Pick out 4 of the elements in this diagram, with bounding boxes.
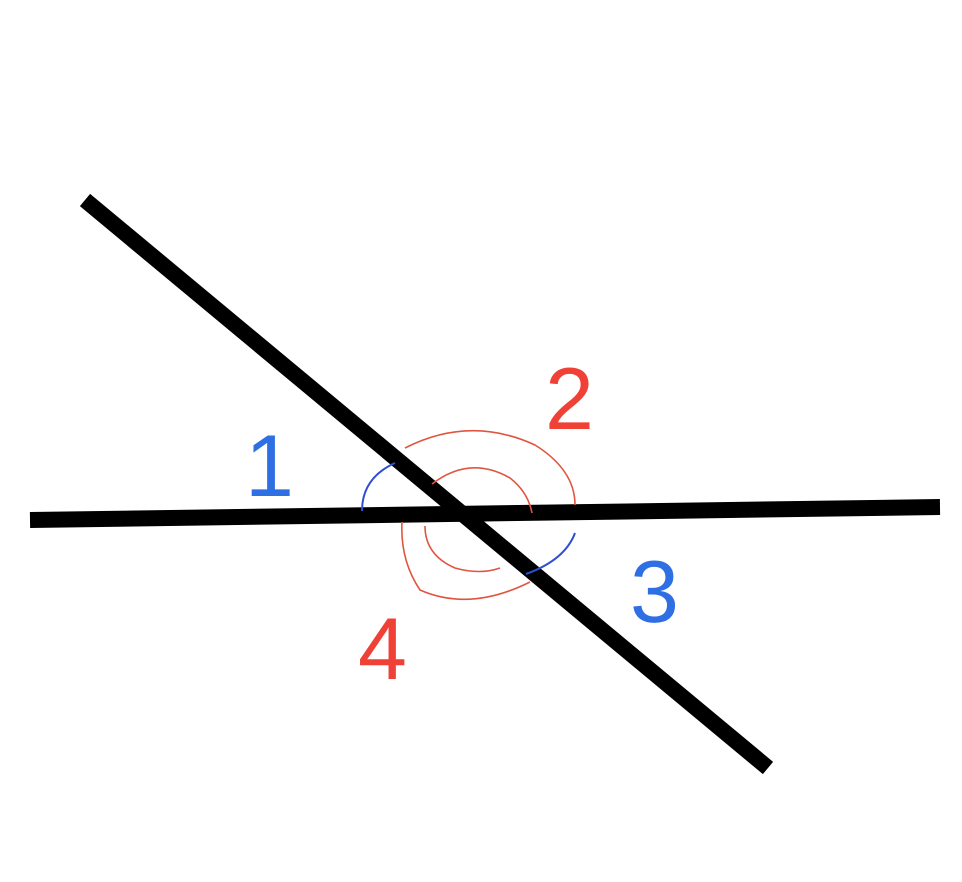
angle-number: 3 <box>630 548 679 636</box>
angle-number: 4 <box>358 605 407 693</box>
angle-number: 2 <box>545 355 594 443</box>
angle-number: 1 <box>245 422 294 510</box>
